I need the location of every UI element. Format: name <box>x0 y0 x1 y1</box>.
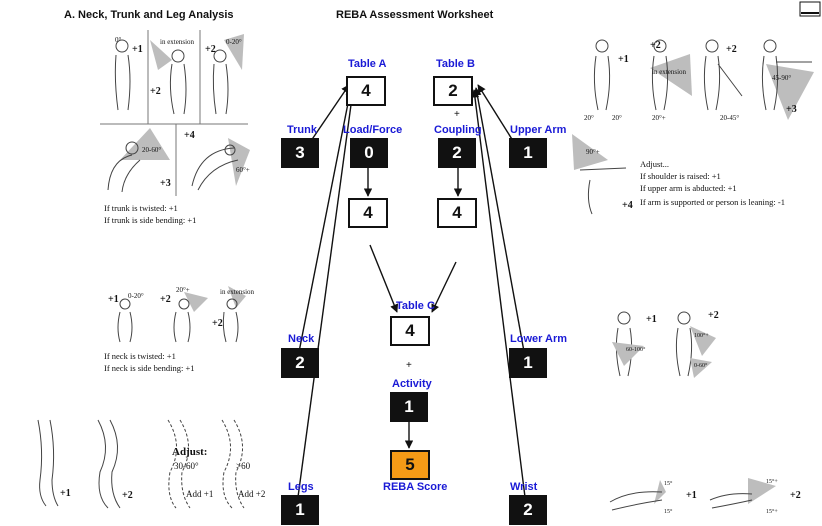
legs-score: 1 <box>281 495 319 525</box>
reba-score-box: 5 <box>390 450 430 480</box>
trunk-score-4: +3 <box>160 178 171 189</box>
neck-angle-0-20: 0-20° <box>128 290 144 302</box>
trunk-score-5: +4 <box>184 130 195 141</box>
score-a-box: 4 <box>348 198 388 228</box>
neck-label: Neck <box>288 333 314 345</box>
trunk-figures <box>108 34 250 192</box>
legs-add-2: Add +2 <box>238 488 265 500</box>
table-c-box: 4 <box>390 316 430 346</box>
load-force-label: Load/Force <box>343 124 402 136</box>
trunk-score: 3 <box>281 138 319 168</box>
neck-angle-20: 20°+ <box>176 284 190 296</box>
trunk-note-side-bending: If trunk is side bending: +1 <box>104 214 196 226</box>
neck-score: 2 <box>281 348 319 378</box>
upper-arm-adjust-title: Adjust... <box>640 158 669 170</box>
upper-arm-angle-extension: in extension <box>652 66 686 78</box>
neck-score-1: +1 <box>108 294 119 305</box>
section-a-title: A. Neck, Trunk and Leg Analysis <box>64 9 234 21</box>
neck-score-3: +2 <box>212 318 223 329</box>
lower-arm-angle-60-100: 60-100° <box>626 344 645 356</box>
wrist-label: Wrist <box>510 481 537 493</box>
trunk-angle-0: 0° <box>115 34 121 46</box>
upper-arm-score-3: +2 <box>726 44 737 55</box>
upper-arm-angle-20-plus: 20°+ <box>652 112 666 124</box>
upper-arm-score: 1 <box>509 138 547 168</box>
lower-arm-score: 1 <box>509 348 547 378</box>
table-b-label: Table B <box>436 58 475 70</box>
lower-arm-score-1: +1 <box>646 314 657 325</box>
activity-score: 1 <box>390 392 428 422</box>
coupling-label: Coupling <box>434 124 482 136</box>
legs-angle-60: >60 <box>236 460 250 472</box>
legs-score-2: +2 <box>122 490 133 501</box>
wrist-angle-4: 15°+ <box>766 506 778 518</box>
upper-arm-angle-20-a: 20° <box>584 112 594 124</box>
activity-label: Activity <box>392 378 432 390</box>
coupling-score: 2 <box>438 138 476 168</box>
upper-arm-angle-45-90: 45-90° <box>772 72 791 84</box>
wrist-score-2: +2 <box>790 490 801 501</box>
upper-arm-score-1: +1 <box>618 54 629 65</box>
lower-arm-angle-0-60: 0-60° <box>694 360 707 372</box>
trunk-score-2: +2 <box>150 86 161 97</box>
table-c-label: Table C <box>396 300 435 312</box>
neck-note-side-bending: If neck is side bending: +1 <box>104 362 194 374</box>
table-b-box: 2 <box>433 76 473 106</box>
reba-score-label: REBA Score <box>383 481 447 493</box>
upper-arm-note-abducted: If upper arm is abducted: +1 <box>640 182 737 194</box>
legs-score-1: +1 <box>60 488 71 499</box>
trunk-angle-0-20: 0-20° <box>226 36 242 48</box>
upper-arm-note-supported: If arm is supported or person is leaning… <box>640 196 785 208</box>
lower-arm-score-2: +2 <box>708 310 719 321</box>
trunk-score-3: +2 <box>205 44 216 55</box>
worksheet-title: REBA Assessment Worksheet <box>336 9 493 21</box>
lower-arm-angle-100: 100°+ <box>694 330 709 342</box>
trunk-label: Trunk <box>287 124 317 136</box>
upper-arm-score-5: +4 <box>622 200 633 211</box>
trunk-note-twisted: If trunk is twisted: +1 <box>104 202 178 214</box>
upper-arm-angle-90: 90°+ <box>586 146 600 158</box>
wrist-score-1: +1 <box>686 490 697 501</box>
wrist-angle-1: 15° <box>664 478 672 490</box>
upper-arm-score-4: +3 <box>786 104 797 115</box>
upper-arm-angle-20-45: 20-45° <box>720 112 739 124</box>
legs-angle-30-60: 30-60° <box>174 460 199 472</box>
trunk-angle-20-60: 20-60° <box>142 144 161 156</box>
wrist-score: 2 <box>509 495 547 525</box>
score-b-box: 4 <box>437 198 477 228</box>
neck-angle-extension: in extension <box>220 286 254 298</box>
legs-label: Legs <box>288 481 314 493</box>
legs-adjust-title: Adjust: <box>172 446 207 458</box>
upper-arm-note-shoulder: If shoulder is raised: +1 <box>640 170 721 182</box>
load-force-score: 0 <box>350 138 388 168</box>
table-a-box: 4 <box>346 76 386 106</box>
trunk-score-1: +1 <box>132 44 143 55</box>
upper-arm-score-2: +2 <box>650 40 661 51</box>
upper-arm-angle-20-b: 20° <box>612 112 622 124</box>
neck-score-2: +2 <box>160 294 171 305</box>
lower-arm-label: Lower Arm <box>510 333 567 345</box>
table-a-label: Table A <box>348 58 387 70</box>
wrist-angle-3: 15°+ <box>766 476 778 488</box>
wrist-angle-2: 15° <box>664 506 672 518</box>
plus-sign-b: + <box>454 109 460 120</box>
legs-add-1: Add +1 <box>186 488 213 500</box>
trunk-angle-extension: in extension <box>160 36 194 48</box>
plus-sign-c: + <box>406 360 412 371</box>
neck-note-twisted: If neck is twisted: +1 <box>104 350 176 362</box>
upper-arm-label: Upper Arm <box>510 124 566 136</box>
trunk-angle-60: 60°+ <box>236 164 250 176</box>
